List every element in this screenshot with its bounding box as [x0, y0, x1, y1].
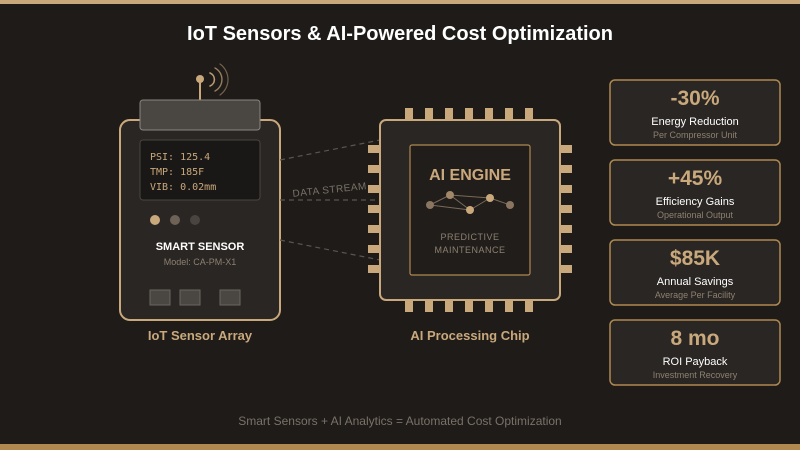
sensor-caption: IoT Sensor Array	[148, 328, 253, 343]
reading-vibration: VIB: 0.02mm	[150, 182, 216, 193]
chip-pins-right	[556, 145, 572, 273]
status-led-3	[190, 215, 200, 225]
data-stream-lines	[279, 139, 381, 261]
sensor-port-2	[179, 289, 201, 306]
footer-caption: Smart Sensors + AI Analytics = Automated…	[238, 414, 561, 428]
metric-card-efficiency: +45% Efficiency Gains Operational Output	[609, 159, 781, 226]
bottom-accent-bar	[0, 444, 800, 450]
chip-pins-left	[368, 145, 384, 273]
reading-psi: PSI: 125.4	[150, 152, 210, 163]
metric-value: -30%	[670, 87, 719, 110]
sensor-port-1	[149, 289, 171, 306]
wifi-signal-icon	[209, 63, 229, 96]
chip-title: AI ENGINE	[429, 167, 511, 184]
antenna-tip	[196, 75, 204, 83]
top-accent-bar	[0, 0, 800, 4]
metric-card-savings: $85K Annual Savings Average Per Facility	[609, 239, 781, 306]
status-led-1	[150, 215, 160, 225]
metric-label: Energy Reduction	[651, 116, 738, 128]
data-stream-label: DATA STREAM	[292, 181, 367, 200]
metric-label: Efficiency Gains	[656, 196, 735, 208]
metric-card-energy: -30% Energy Reduction Per Compressor Uni…	[609, 79, 781, 146]
sensor-model: Model: CA-PM-X1	[164, 257, 237, 267]
reading-temperature: TMP: 185F	[150, 167, 204, 178]
metric-value: $85K	[670, 247, 720, 270]
neural-network-icon	[426, 191, 514, 214]
metric-card-roi: 8 mo ROI Payback Investment Recovery	[609, 319, 781, 386]
metric-sublabel: Operational Output	[657, 210, 734, 220]
sensor-display	[139, 139, 261, 201]
ai-chip: AI ENGINE PREDICTIVE MAINTENANCE	[368, 108, 572, 312]
chip-subtitle-line1: PREDICTIVE	[440, 232, 499, 242]
stream-line-top	[279, 139, 381, 161]
metric-value: 8 mo	[670, 327, 719, 350]
page-title: IoT Sensors & AI-Powered Cost Optimizati…	[187, 23, 613, 45]
sensor-device: PSI: 125.4 TMP: 185F VIB: 0.02mm SMART S…	[119, 63, 281, 321]
metric-sublabel: Average Per Facility	[655, 290, 736, 300]
chip-subtitle-line2: MAINTENANCE	[434, 245, 505, 255]
sensor-cap	[139, 99, 261, 131]
sensor-name: SMART SENSOR	[156, 241, 245, 253]
metric-label: Annual Savings	[657, 276, 734, 288]
status-led-2	[170, 215, 180, 225]
sensor-port-3	[219, 289, 241, 306]
stream-line-bottom	[279, 239, 381, 261]
metric-label: ROI Payback	[663, 356, 728, 368]
metric-sublabel: Per Compressor Unit	[653, 130, 738, 140]
metric-sublabel: Investment Recovery	[653, 370, 738, 380]
chip-pins-bottom	[405, 296, 533, 312]
chip-caption: AI Processing Chip	[410, 328, 529, 343]
metric-value: +45%	[668, 167, 723, 190]
chip-pins-top	[405, 108, 533, 124]
